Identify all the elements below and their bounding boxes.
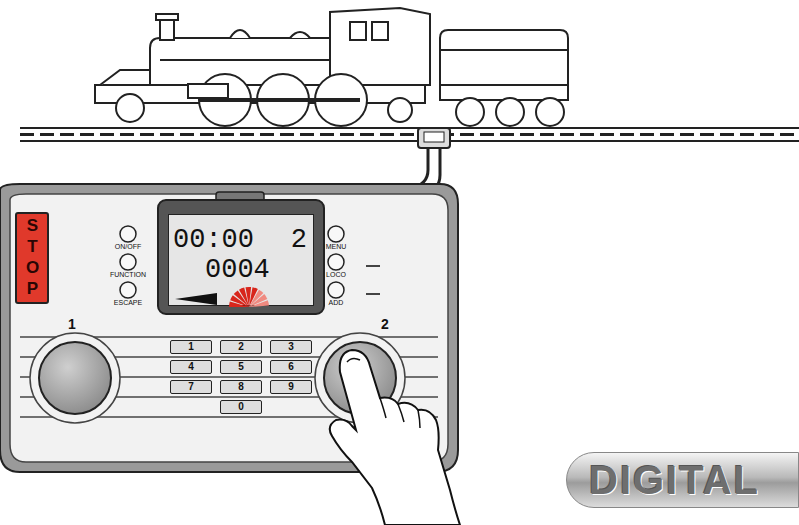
keypad-key: 9 — [270, 380, 312, 394]
keypad-key: 8 — [220, 380, 262, 394]
button-label: MENU — [326, 243, 347, 250]
knob-number: 2 — [381, 316, 389, 332]
button-label: ON/OFF — [115, 243, 141, 250]
key-digit: 7 — [188, 382, 194, 392]
screen-frame — [158, 192, 324, 314]
lcd-screen: 00:00 2 0004 — [168, 214, 314, 306]
speed-segment — [249, 300, 269, 307]
tender — [440, 30, 568, 126]
speed-knob — [39, 342, 111, 414]
lcd-readout: 0004 — [205, 257, 270, 284]
hand — [347, 358, 360, 362]
lcd-readout: 2 — [291, 227, 307, 254]
lcd-readout: 00:00 — [173, 227, 254, 254]
key-digit: 1 — [188, 342, 194, 352]
knob-number: 1 — [68, 316, 76, 332]
track — [20, 128, 799, 141]
key-digit: 2 — [238, 342, 244, 352]
hand — [330, 350, 460, 525]
keypad-key: 2 — [220, 340, 262, 354]
key-digit: 4 — [188, 362, 194, 372]
key-digit: 3 — [288, 342, 294, 352]
keypad-key: 6 — [270, 360, 312, 374]
keypad-key: 3 — [270, 340, 312, 354]
key-digit: 5 — [238, 362, 244, 372]
badge-text: DIGITAL — [589, 458, 760, 503]
direction-arrow — [175, 293, 217, 305]
button-label: FUNCTION — [110, 271, 146, 278]
key-digit: 9 — [288, 382, 294, 392]
keypad-key: 7 — [170, 380, 212, 394]
digital-badge: DIGITAL — [566, 452, 799, 508]
locomotive — [95, 8, 430, 126]
button-label: ESCAPE — [114, 299, 142, 306]
keypad-key: 5 — [220, 360, 262, 374]
keypad-key: 4 — [170, 360, 212, 374]
track-connector — [424, 132, 444, 142]
key-digit: 6 — [288, 362, 294, 372]
keypad-key: 0 — [220, 400, 262, 414]
keypad-key: 1 — [170, 340, 212, 354]
track-connector — [418, 128, 450, 148]
key-digit: 8 — [238, 382, 244, 392]
button-label: LOCO — [326, 271, 346, 278]
indicator-led — [366, 266, 380, 294]
hand — [380, 398, 420, 428]
stop-button: STOP — [15, 212, 49, 304]
button-label: ADD — [329, 299, 344, 306]
key-digit: 0 — [238, 402, 244, 412]
stop-label: STOP — [22, 216, 42, 300]
